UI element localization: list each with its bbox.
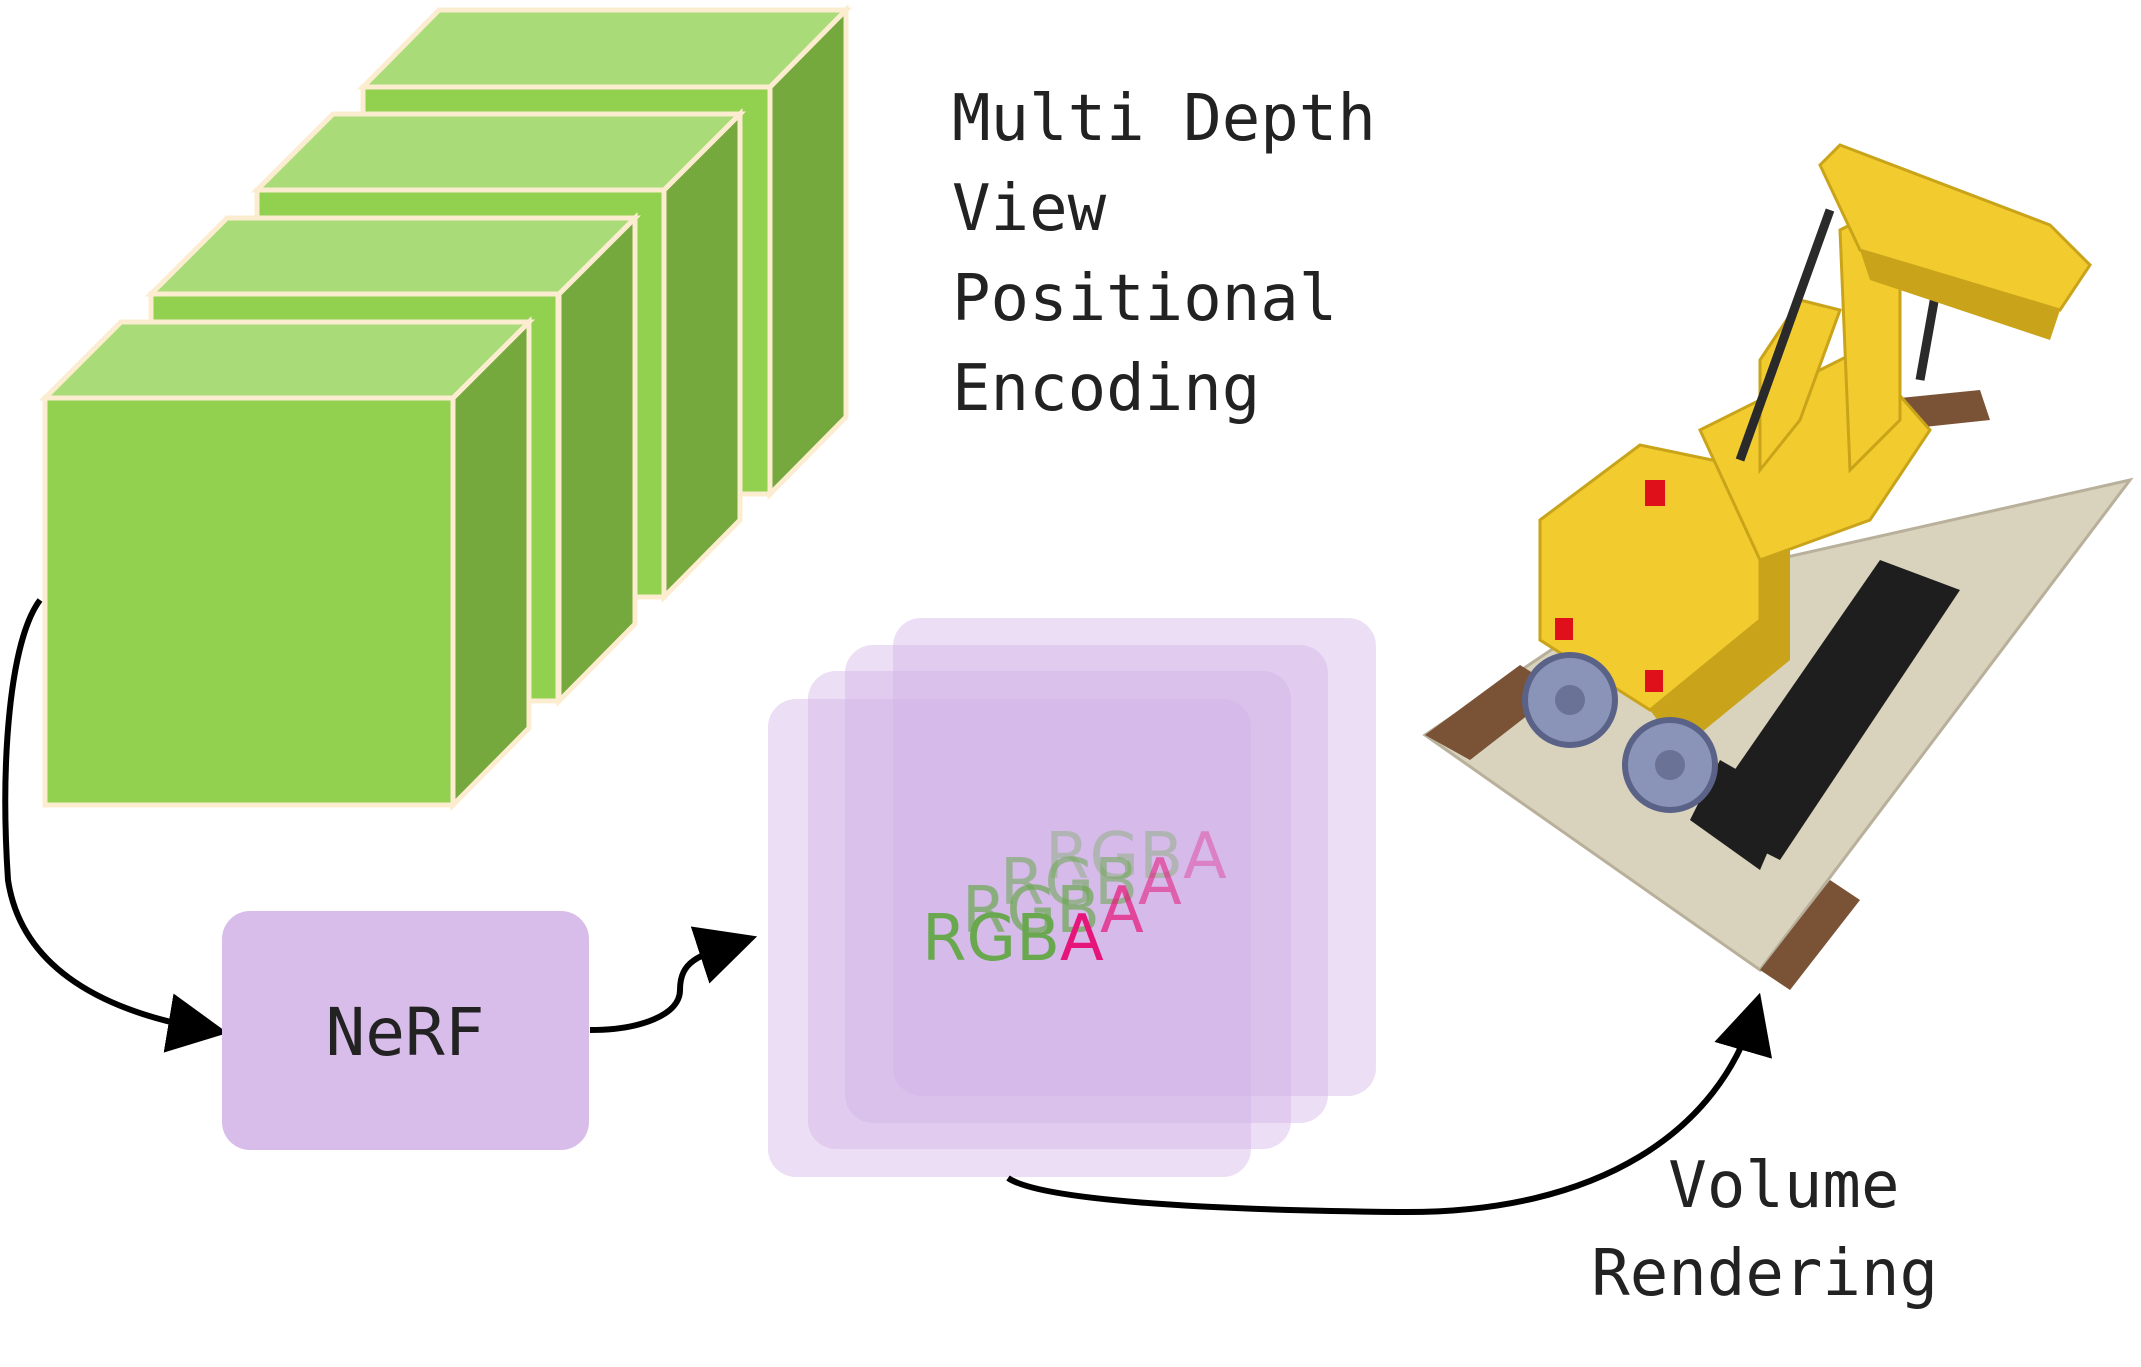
encoding-label-line-1: Multi Depth — [952, 82, 1376, 156]
volume-rendering-line-1: Volume — [1668, 1149, 1899, 1223]
nerf-label: NeRF — [326, 994, 485, 1071]
rgba-layer-4 — [893, 618, 1376, 1096]
rgba-label-2: RGBA — [962, 874, 1144, 948]
encoding-label-line-4: Encoding — [952, 352, 1260, 426]
encoding-label: Multi Depth View Positional Encoding — [952, 82, 1414, 426]
rgba-label-1-rgb: RGB — [922, 902, 1060, 976]
rgba-layer-1 — [768, 699, 1251, 1177]
encoding-label-line-3: Positional — [952, 262, 1337, 336]
encoding-cube-stack — [38, 3, 852, 812]
rgba-label-1: RGBA — [922, 902, 1104, 976]
arrow-encoding-to-nerf — [2, 598, 228, 1053]
volume-rendering-label: Volume Rendering — [1591, 1149, 1938, 1311]
rgba-label-2-alpha: A — [1100, 874, 1144, 948]
arrow-volume-rendering — [1006, 992, 1773, 1216]
rgba-layer-3 — [845, 645, 1328, 1123]
lego-bulldozer-render — [1422, 143, 2134, 990]
rgba-label-4: RGBA — [1045, 820, 1227, 894]
lego-red-light — [1645, 480, 1665, 506]
rgba-label-2-rgb: RGB — [962, 874, 1100, 948]
rgba-label-3: RGBA — [1000, 846, 1182, 920]
rgba-label-4-rgb: RGB — [1045, 820, 1183, 894]
encoding-cube-1 — [38, 315, 536, 812]
encoding-label-line-2: View — [952, 172, 1107, 246]
rgba-label-1-alpha: A — [1060, 902, 1104, 976]
rgba-label-3-rgb: RGB — [1000, 846, 1138, 920]
rgba-label-3-alpha: A — [1138, 846, 1182, 920]
rgba-layer-stack — [768, 618, 1376, 1177]
arrow-nerf-to-rgba — [589, 926, 758, 1033]
lego-track — [1700, 560, 1960, 860]
rgba-layer-2 — [808, 671, 1291, 1149]
nerf-block: NeRF — [222, 911, 589, 1150]
rgba-labels: RGBA RGBA RGBA RGBA — [922, 820, 1227, 976]
rgba-label-4-alpha: A — [1183, 820, 1227, 894]
volume-rendering-line-2: Rendering — [1591, 1237, 1938, 1311]
